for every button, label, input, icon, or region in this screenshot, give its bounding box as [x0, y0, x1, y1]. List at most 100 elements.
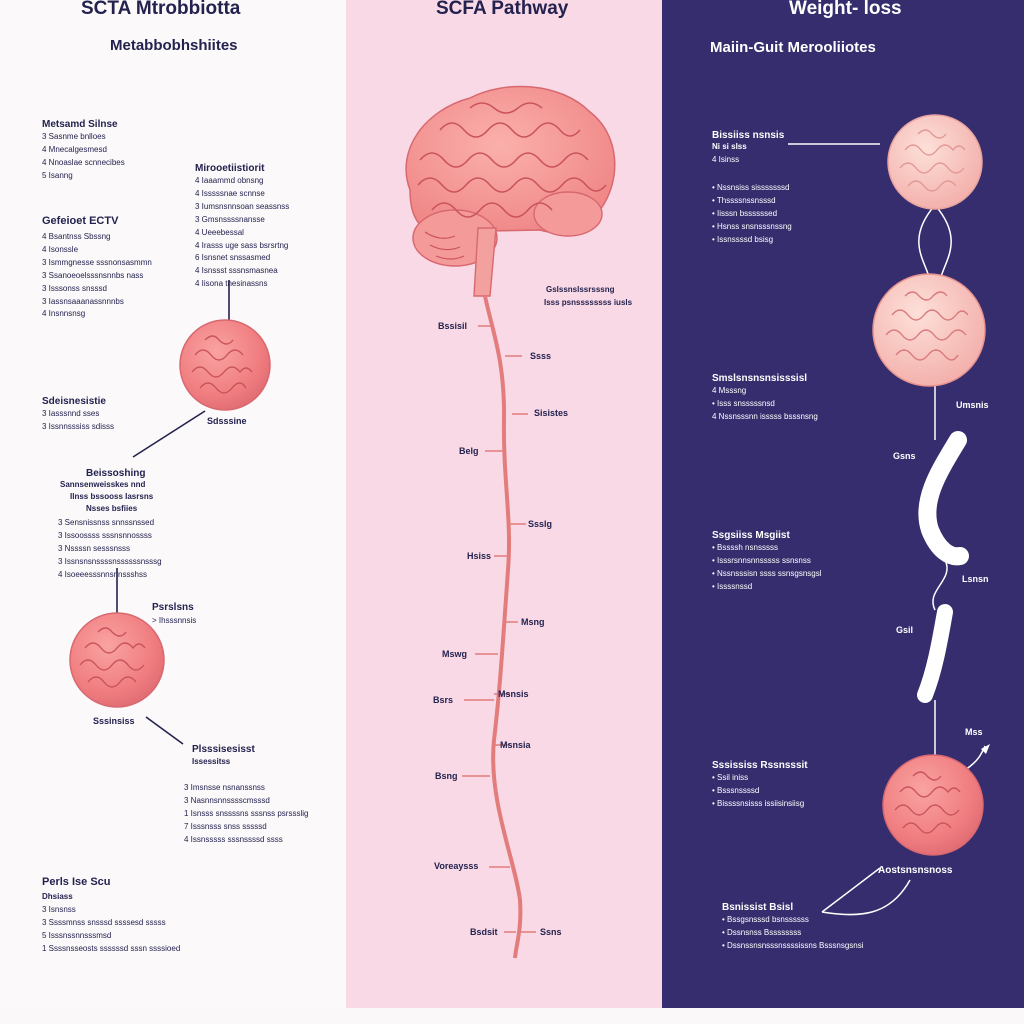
list-item: • Bissssnsisss issiisinsiisg — [712, 798, 805, 808]
list-item: 3 Iasssnnd sses — [42, 409, 100, 418]
list-item: • Iisssn bssssssed — [712, 208, 778, 218]
list-item: • Thssssnssnsssd — [712, 195, 776, 205]
list-item: > Ihsssnnsis — [152, 616, 197, 625]
organ-label: Sssinsiss — [93, 716, 135, 726]
block-heading: Psrslsns — [152, 602, 194, 613]
list-item: 5 Isssnssnnsssmsd — [42, 930, 112, 940]
list-item: 1 Isnsss snssssns sssnss psrssslig — [184, 808, 309, 818]
block-heading: Plsssisesisst — [192, 744, 255, 755]
block-heading: Ssgsiiss Msgiist — [712, 530, 790, 541]
annotation: Gslssnslssrsssng — [546, 285, 615, 294]
list-item: 4 Isinss — [712, 155, 740, 164]
item-list: • Nssnsiss sisssssssd • Thssssnssnsssd •… — [712, 182, 792, 247]
item-list: 4 Iaaammd obnsng 4 Isssssnae scnnse 3 Iu… — [195, 175, 289, 291]
item-list: 4 Msssng • Isss snsssssnsd 4 Nssnsssnn i… — [712, 385, 818, 424]
organ-icon — [69, 612, 165, 708]
list-item: • Nssnsssisn ssss ssnsgsnsgsl — [712, 568, 822, 578]
item-list: • Ssil iniss • Bsssnssssd • Bissssnsisss… — [712, 772, 804, 811]
list-item: 3 Nasnnsnnsssscmsssd — [184, 795, 270, 805]
list-item: 3 Issnsnsnssssnssssssnsssg — [58, 556, 162, 566]
spine-label: Msnsis — [498, 689, 529, 699]
block-line: Sannsenweisskes nnd — [60, 480, 146, 489]
item-list: 3 Sasnme bnlloes 4 Mnecalgesmesd 4 Nnoas… — [42, 131, 125, 183]
spine-label: Msnsia — [500, 740, 531, 750]
list-item: • Issnssssd bsisg — [712, 234, 774, 244]
list-item: 3 Sensnissnss snnssnssed — [58, 518, 155, 527]
spine-label: Msng — [521, 617, 545, 627]
spine-label: Mswg — [442, 649, 468, 659]
list-item: 5 Isanng — [42, 170, 73, 180]
list-item: 4 Iisona tnesinassns — [195, 279, 268, 289]
spine-label: Sisistes — [534, 408, 569, 418]
list-item: 4 Isoeeesssnnsnnssshss — [58, 569, 147, 579]
left-panel — [0, 0, 346, 1008]
item-list: • Bssgsnsssd bsnssssss • Dssnsnss Bsssss… — [722, 914, 864, 953]
block-heading: Mirooetiistiorit — [195, 163, 265, 174]
left-subtitle: Metabbobhshiites — [110, 37, 238, 54]
item-list: 3 Sensnissnss snnssnssed 3 Issoossss sss… — [58, 517, 162, 582]
list-item: • Bsssnssssd — [712, 785, 760, 795]
list-item: 4 Isnssst sssnsmasnea — [195, 266, 278, 276]
organ-label: Gsns — [893, 451, 916, 461]
list-item: 6 Isnsnet snssasmed — [195, 253, 271, 263]
list-item: 4 Issnsssss sssnssssd ssss — [184, 834, 283, 844]
list-item: 4 Irasss uge sass bsrsrtng — [195, 240, 289, 250]
list-item: • Isssrsnnsnnsssss ssnsnss — [712, 555, 811, 565]
list-item: • Ssil iniss — [712, 773, 749, 782]
left-title: SCTA Mtrobbiotta — [81, 0, 241, 19]
spine-ticks — [462, 325, 536, 933]
list-item: 3 Ismmgnesse sssnonsasmmn — [42, 257, 152, 267]
list-item: 3 Ssssmnss snsssd ssssesd sssss — [42, 917, 166, 927]
brain-icon — [405, 85, 616, 297]
block-line: Dhsiass — [42, 892, 73, 901]
list-item: 4 Msssng — [712, 386, 747, 395]
organ-label: Aostsnsnsnoss — [878, 865, 953, 876]
block-heading: Metsamd Silnse — [42, 119, 118, 130]
list-item: • Hsnss snsnsssnssng — [712, 221, 792, 231]
list-item: 4 Nssnsssnn isssss bsssnsng — [712, 411, 818, 421]
item-list: 3 Isnsnss 3 Ssssmnss snsssd ssssesd ssss… — [42, 904, 180, 956]
list-item: • Dssnssnsnsssnssssissns Bsssnsgsnsi — [722, 940, 864, 950]
list-item: • Bssgsnsssd bsnssssss — [722, 915, 809, 924]
spine-label: Bssisil — [438, 321, 468, 331]
block-line: Issessitss — [192, 757, 231, 766]
list-item: 3 Gmsnssssnansse — [195, 214, 265, 224]
connector-line — [932, 559, 948, 611]
organ-icon — [882, 754, 984, 856]
list-item: 4 Ueeebessal — [195, 227, 244, 237]
list-item: • Dssnsnss Bssssssss — [722, 927, 802, 937]
organ-icon — [179, 319, 271, 411]
list-item: 3 Iumsnsnnsoan seassnss — [195, 201, 290, 211]
list-item: 4 Isonssle — [42, 244, 79, 254]
intestine-icon — [917, 604, 953, 703]
organ-icon — [872, 273, 986, 387]
organ-label: Umsnis — [956, 400, 989, 410]
spine-label: Ssslg — [528, 519, 553, 529]
item-list: 4 Bsantnss Sbssng 4 Isonssle 3 Ismmgness… — [42, 231, 152, 321]
connector-line — [132, 410, 206, 458]
right-subtitle: Maiin-Guit Merooliiotes — [710, 39, 876, 56]
block-heading: Sdeisnesistie — [42, 396, 106, 407]
middle-title: SCFA Pathway — [436, 0, 569, 19]
item-list: > Ihsssnnsis — [152, 615, 196, 628]
connector-line — [821, 867, 911, 916]
list-item: 3 Nssssn sesssnsss — [58, 543, 131, 553]
list-item: • Issssnssd — [712, 581, 753, 591]
connector-line — [918, 204, 952, 281]
list-item: 3 Isnsnss — [42, 905, 76, 914]
list-item: 4 Nnoaslae scnnecibes — [42, 157, 125, 167]
list-item: 7 Isssnsss snss sssssd — [184, 821, 267, 831]
list-item: • Nssnsiss sisssssssd — [712, 183, 790, 192]
block-heading: Bsnissist Bsisl — [722, 902, 794, 913]
list-item: 3 Imsnsse nsnanssnss — [184, 783, 265, 792]
list-item: 3 Isssonss snsssd — [42, 283, 107, 293]
block-line: Nsses bsfiies — [86, 504, 138, 513]
list-item: 1 Ssssnsseosts ssssssd sssn ssssioed — [42, 943, 181, 953]
right-title: Weight- loss — [789, 0, 902, 19]
list-item: 3 Sasnme bnlloes — [42, 132, 106, 141]
organ-icon — [887, 114, 983, 210]
list-item: 3 Iassnsaaanassnnnbs — [42, 296, 124, 306]
block-heading: Gefeioet ECTV — [42, 215, 119, 227]
spine-label: Bsng — [435, 771, 458, 781]
